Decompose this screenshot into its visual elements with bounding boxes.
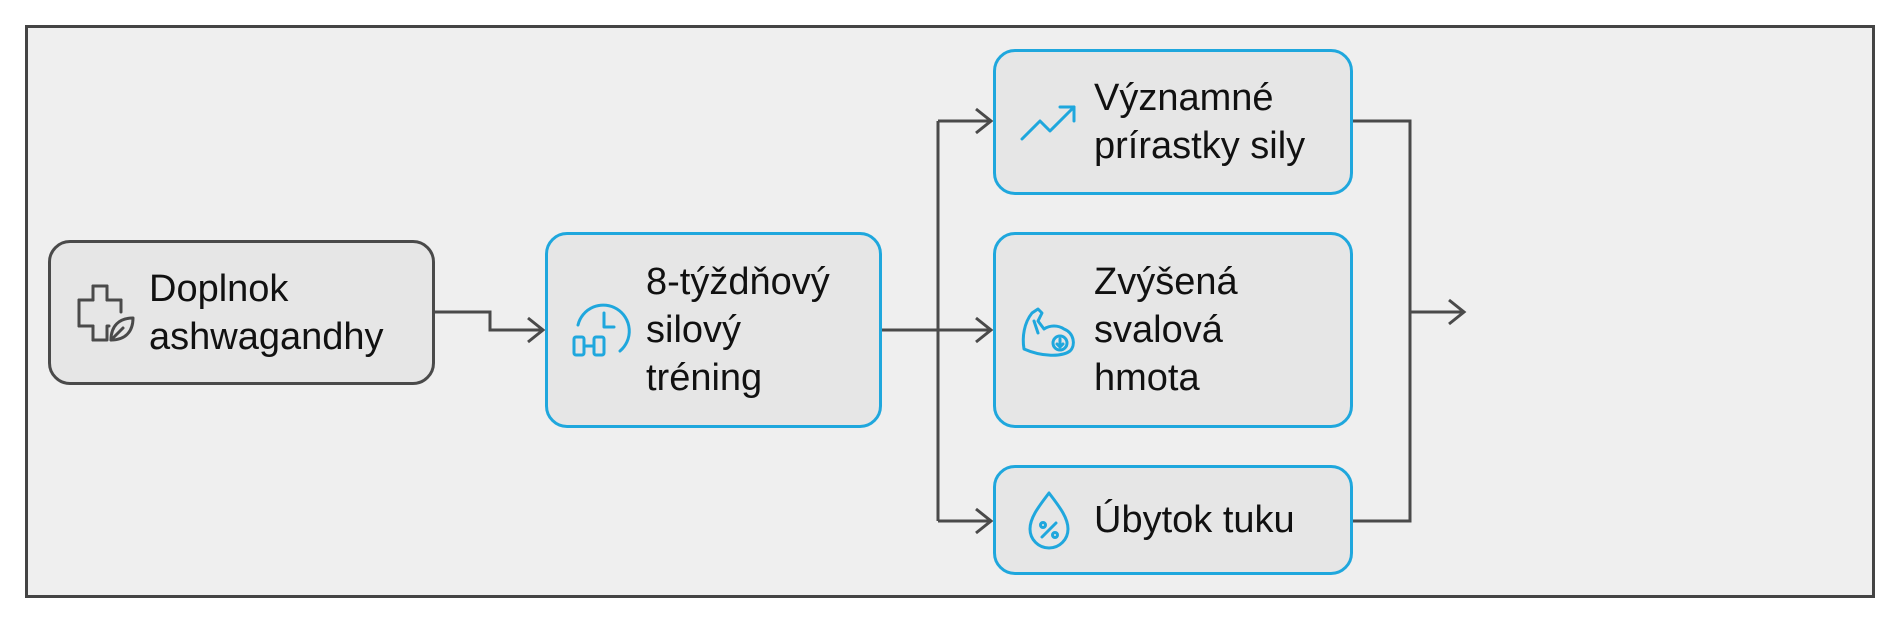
arrowhead-training	[527, 316, 546, 344]
trending-up-arrow-icon	[1018, 91, 1080, 153]
node-fat-loss: Úbytok tuku	[993, 465, 1353, 575]
node-label: Zvýšená svalová hmota	[1094, 261, 1238, 399]
arrowhead-strength	[975, 107, 994, 135]
connector-from-strength	[1353, 119, 1412, 523]
flexed-bicep-icon	[1018, 299, 1080, 361]
node-strength-gains: Významné prírastky sily	[993, 49, 1353, 195]
node-strength-training: 8-týždňový silový tréning	[545, 232, 882, 428]
node-label: Úbytok tuku	[1094, 499, 1295, 541]
node-muscle-mass: Zvýšená svalová hmota	[993, 232, 1353, 428]
clock-dumbbell-icon	[570, 299, 632, 361]
percent-drop-icon	[1018, 489, 1080, 551]
connector-supplement-training	[435, 310, 542, 332]
arrowhead-output	[1448, 298, 1467, 326]
arrowhead-fat	[975, 507, 994, 535]
node-ashwagandha-supplement: Doplnok ashwagandhy	[48, 240, 435, 385]
node-label: 8-týždňový silový tréning	[646, 261, 830, 399]
arrowhead-muscle	[975, 316, 994, 344]
node-label: Doplnok ashwagandhy	[149, 267, 384, 358]
node-label: Významné prírastky sily	[1094, 77, 1306, 167]
medical-cross-leaf-icon	[73, 282, 135, 344]
